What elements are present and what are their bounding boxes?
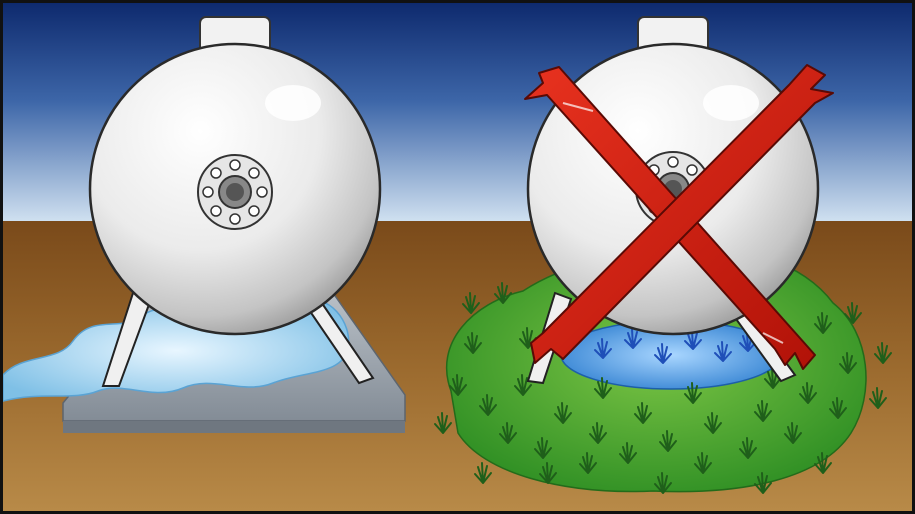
tank-highlight (703, 85, 759, 121)
illustration-canvas (3, 3, 912, 511)
tank-flange (198, 155, 272, 229)
concrete-pad-edge (63, 421, 405, 433)
tank-highlight (265, 85, 321, 121)
